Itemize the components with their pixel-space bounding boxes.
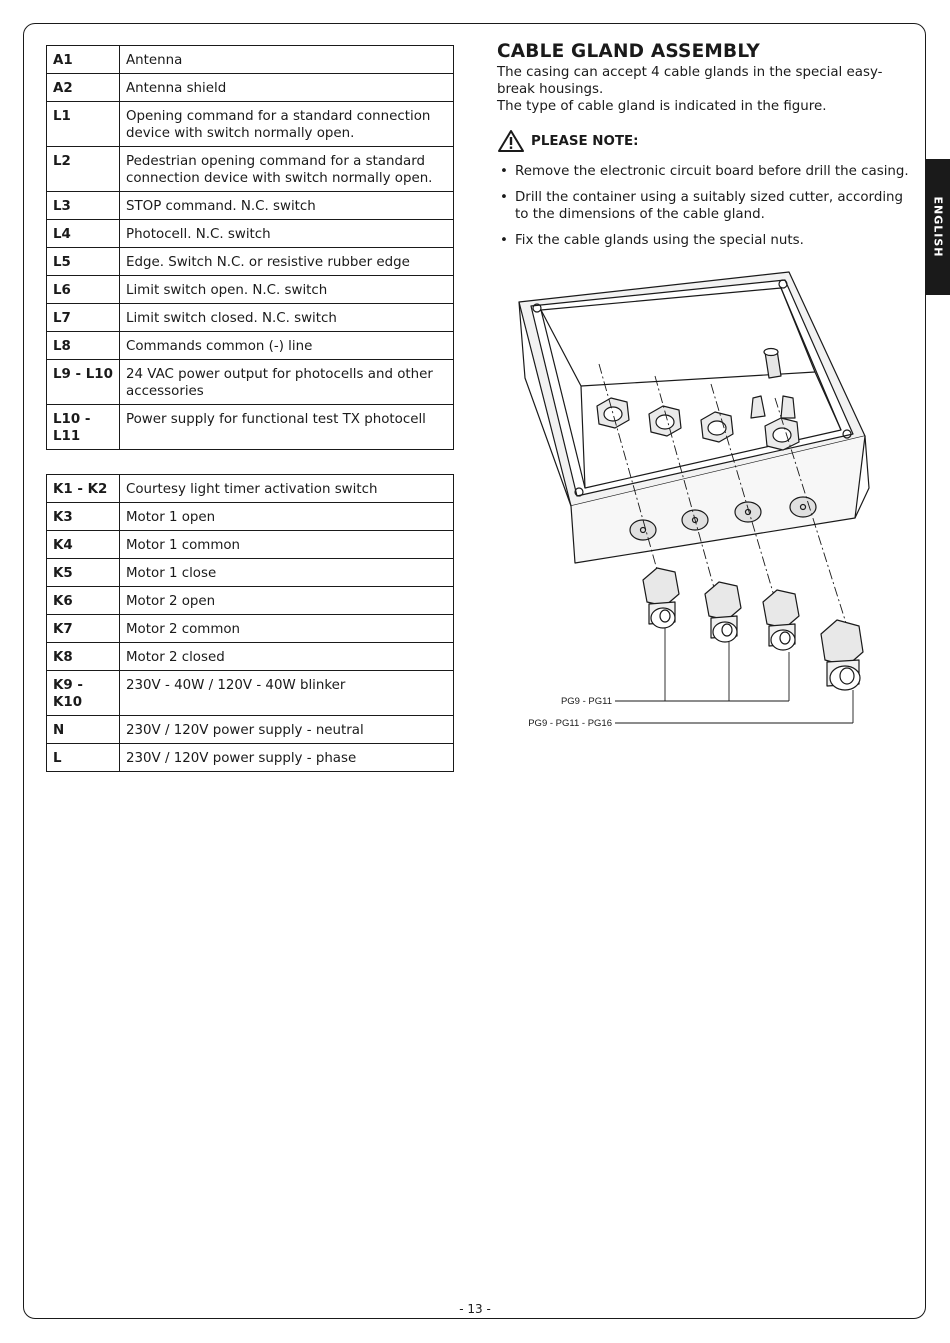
terminal-key: L2 xyxy=(46,147,119,192)
terminal-description: 230V / 120V power supply - neutral xyxy=(119,716,454,744)
terminal-description: Edge. Switch N.C. or resistive rubber ed… xyxy=(119,248,454,276)
terminal-key: L8 xyxy=(46,332,119,360)
cable-gland-2 xyxy=(704,581,742,643)
terminal-key: L6 xyxy=(46,276,119,304)
terminal-key: A1 xyxy=(46,45,119,74)
terminal-key: L7 xyxy=(46,304,119,332)
cable-gland-1 xyxy=(642,567,680,629)
terminal-key: L3 xyxy=(46,192,119,220)
terminal-key: K9 - K10 xyxy=(46,671,119,716)
note-text: Remove the electronic circuit board befo… xyxy=(515,164,909,179)
terminal-key: K5 xyxy=(46,559,119,587)
intro-text-2: The type of cable gland is indicated in … xyxy=(497,99,827,114)
terminal-key: A2 xyxy=(46,74,119,102)
terminal-description: Antenna shield xyxy=(119,74,454,102)
terminal-key: L10 - L11 xyxy=(46,405,119,450)
terminal-key: K7 xyxy=(46,615,119,643)
terminal-key: L9 - L10 xyxy=(46,360,119,405)
cable-gland-3 xyxy=(762,589,800,651)
terminal-key: K1 - K2 xyxy=(46,474,119,503)
gland-label-large: PG9 - PG11 - PG16 xyxy=(528,718,612,729)
terminal-description: STOP command. N.C. switch xyxy=(119,192,454,220)
note-text: Fix the cable glands using the special n… xyxy=(515,233,804,248)
language-tab-label: ENGLISH xyxy=(931,196,945,258)
terminal-key: L5 xyxy=(46,248,119,276)
terminal-description: Photocell. N.C. switch xyxy=(119,220,454,248)
terminal-key: K3 xyxy=(46,503,119,531)
terminal-description: Limit switch open. N.C. switch xyxy=(119,276,454,304)
note-text: Drill the container using a suitably siz… xyxy=(515,190,904,222)
cable-gland-section: CABLE GLAND ASSEMBLY The casing can acce… xyxy=(497,40,917,258)
terminal-description: Motor 2 open xyxy=(119,587,454,615)
note-list: •Remove the electronic circuit board bef… xyxy=(497,163,912,249)
terminal-description: Motor 2 common xyxy=(119,615,454,643)
terminal-description: Limit switch closed. N.C. switch xyxy=(119,304,454,332)
list-item: •Fix the cable glands using the special … xyxy=(500,233,804,248)
terminal-description: Commands common (-) line xyxy=(119,332,454,360)
terminal-description: 24 VAC power output for photocells and o… xyxy=(119,360,454,405)
terminal-description: Antenna xyxy=(119,45,454,74)
terminal-description: Power supply for functional test TX phot… xyxy=(119,405,454,450)
terminal-description: Courtesy light timer activation switch xyxy=(119,474,454,503)
list-item: •Remove the electronic circuit board bef… xyxy=(500,164,909,179)
terminal-key: L xyxy=(46,744,119,772)
page-frame xyxy=(23,23,926,1319)
page-number: - 13 - xyxy=(459,1302,491,1316)
cable-gland-diagram: PG9 - PG11 PG9 - PG11 - PG16 xyxy=(518,271,870,729)
intro-text-1: The casing can accept 4 cable glands in … xyxy=(497,65,883,97)
terminal-description: Motor 2 closed xyxy=(119,643,454,671)
list-item: •Drill the container using a suitably si… xyxy=(500,190,904,222)
terminal-key: K6 xyxy=(46,587,119,615)
terminal-key: K4 xyxy=(46,531,119,559)
warning-triangle-icon xyxy=(498,130,524,152)
terminal-key: K8 xyxy=(46,643,119,671)
terminal-description: Motor 1 open xyxy=(119,503,454,531)
terminal-description: 230V - 40W / 120V - 40W blinker xyxy=(119,671,454,716)
terminal-key: L4 xyxy=(46,220,119,248)
note-title: PLEASE NOTE: xyxy=(531,133,639,149)
terminal-description: Motor 1 common xyxy=(119,531,454,559)
section-title: CABLE GLAND ASSEMBLY xyxy=(497,41,761,62)
terminal-description: 230V / 120V power supply - phase xyxy=(119,744,454,772)
terminal-key: L1 xyxy=(46,102,119,147)
gland-label-small: PG9 - PG11 xyxy=(561,696,612,707)
terminal-description: Opening command for a standard connectio… xyxy=(119,102,454,147)
cable-gland-4 xyxy=(820,619,864,691)
terminal-description: Motor 1 close xyxy=(119,559,454,587)
note-heading: PLEASE NOTE: xyxy=(497,129,917,153)
terminal-description: Pedestrian opening command for a standar… xyxy=(119,147,454,192)
language-tab: ENGLISH xyxy=(926,159,950,295)
terminal-key: N xyxy=(46,716,119,744)
